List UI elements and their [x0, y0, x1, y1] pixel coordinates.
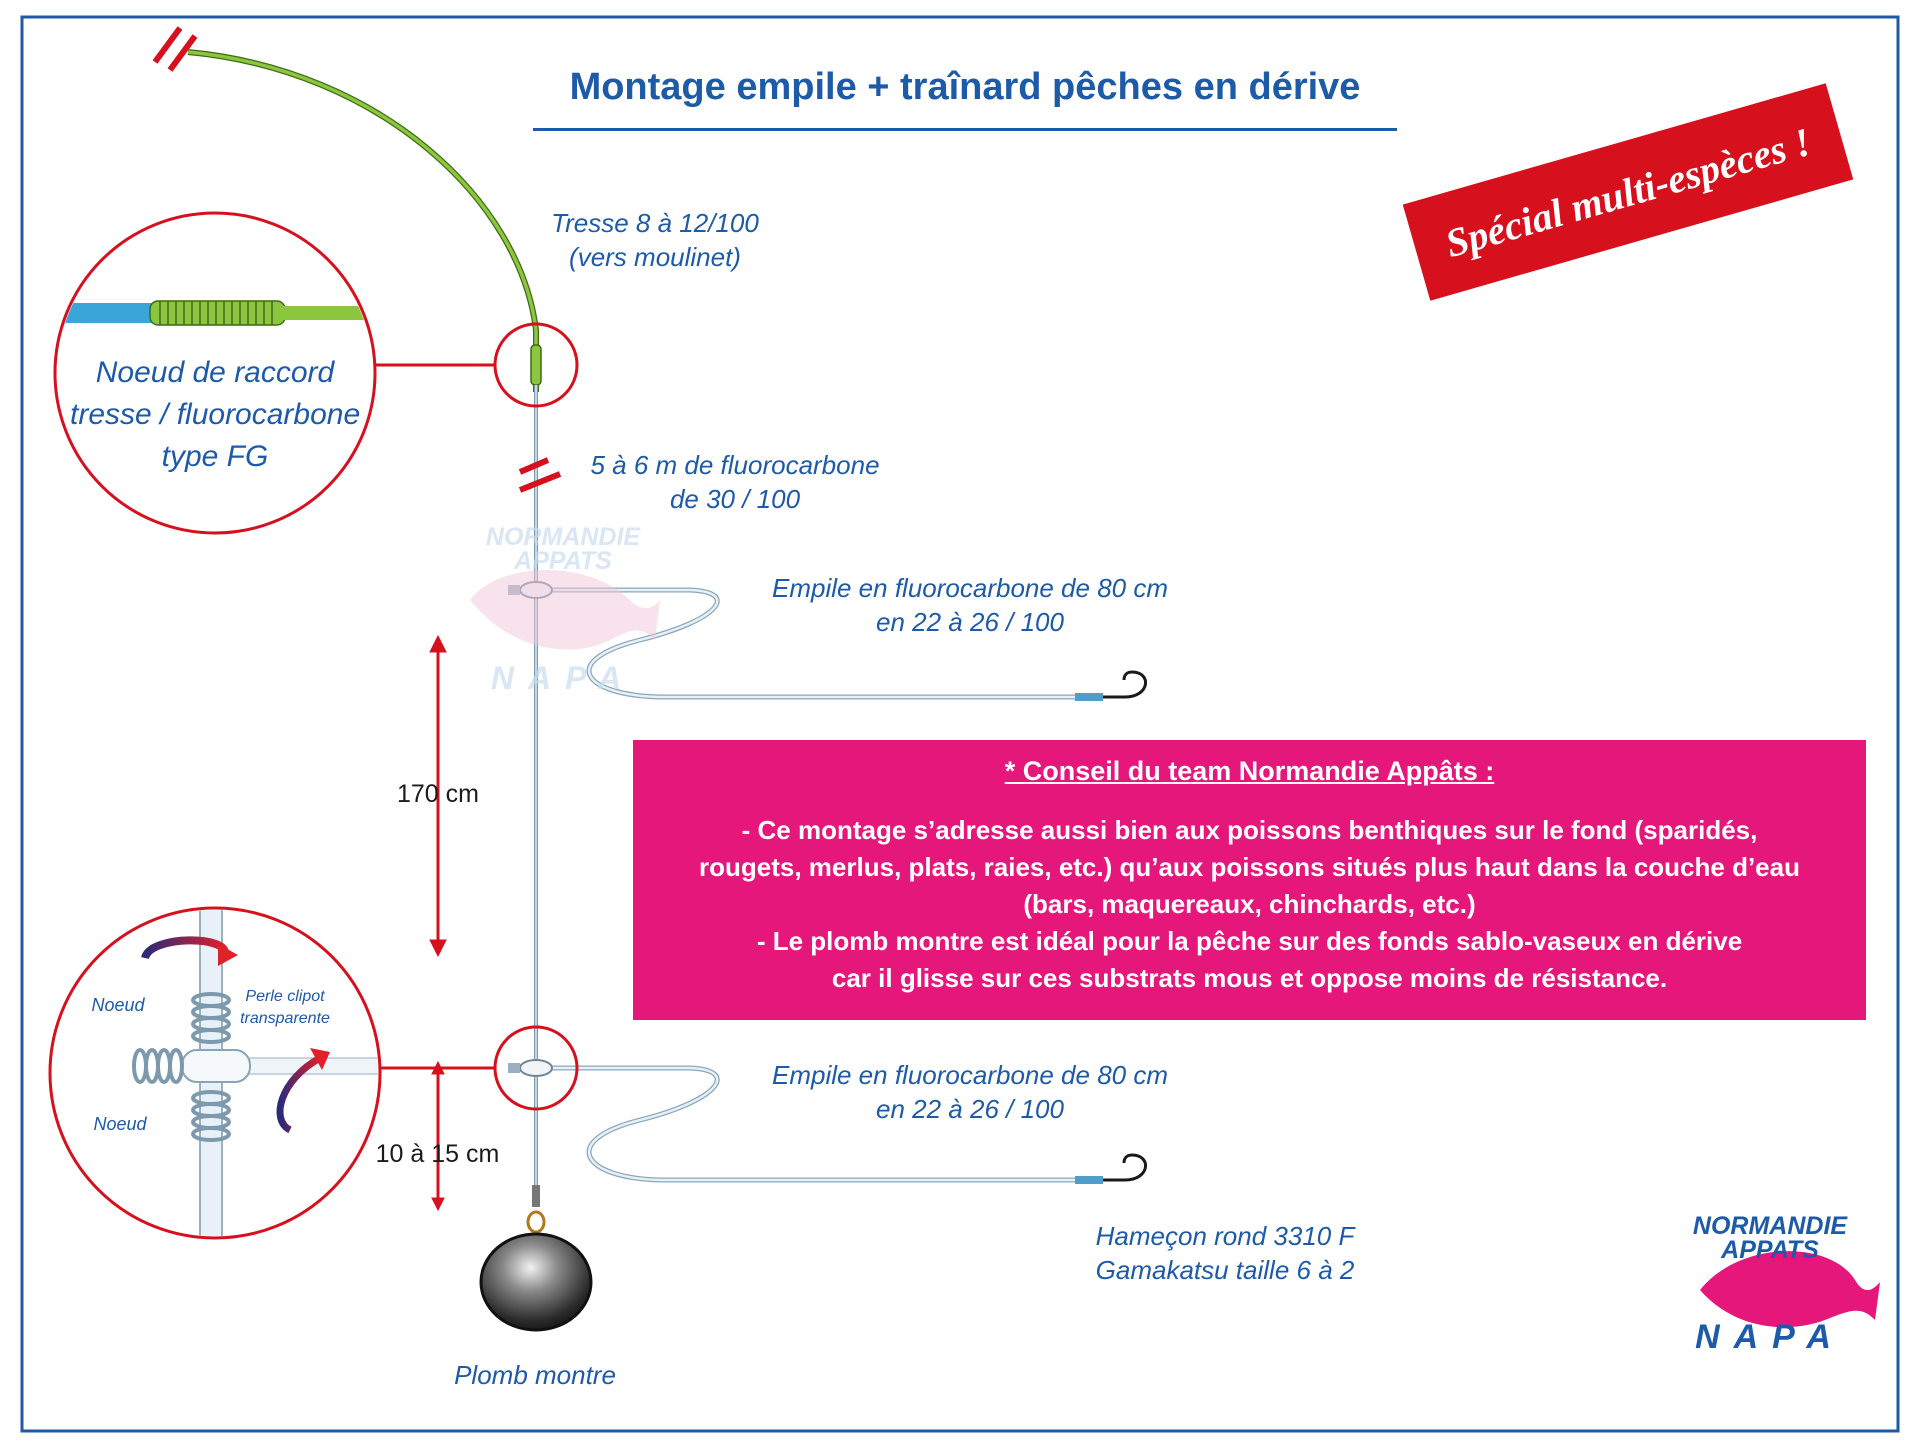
- label-hook-line2: Gamakatsu taille 6 à 2: [1095, 1255, 1355, 1285]
- advice-title: * Conseil du team Normandie Appâts :: [1004, 756, 1495, 786]
- dropper-bottom: [508, 1059, 1148, 1184]
- label-dropper-top: Empile en fluorocarbone de 80 cm en 22 à…: [770, 571, 1170, 639]
- label-dropper-bottom: Empile en fluorocarbone de 80 cm en 22 à…: [770, 1058, 1170, 1126]
- caption-fg-knot-line3: type FG: [161, 440, 269, 473]
- advice-line: (bars, maquereaux, chinchards, etc.): [1023, 889, 1476, 919]
- watermark-line1: NORMANDIE: [485, 523, 641, 551]
- label-bead-line1: Perle clipot: [245, 988, 325, 1005]
- label-dropper-top-line1: Empile en fluorocarbone de 80 cm: [771, 573, 1168, 603]
- logo-word: NAPA: [1695, 1318, 1845, 1356]
- advice-line: car il glisse sur ces substrats mous et …: [831, 963, 1668, 993]
- watermark-line2: APPATS: [514, 547, 612, 575]
- line-break-mark-top: [152, 26, 198, 72]
- logo-line1: NORMANDIE: [1692, 1212, 1848, 1240]
- dimension-label-170: 170 cm: [397, 780, 479, 808]
- line-break-mark-middle: [518, 457, 562, 493]
- caption-fg-knot-line1: Noeud de raccord: [95, 356, 335, 389]
- hook-bottom: [1103, 1153, 1148, 1182]
- label-sinker: Plomb montre: [420, 1358, 650, 1392]
- label-braid-line1: Tresse 8 à 12/100: [551, 208, 759, 238]
- label-fluoro-main: 5 à 6 m de fluorocarbone de 30 / 100: [570, 448, 900, 516]
- label-braid-line2: (vers moulinet): [569, 242, 741, 272]
- detail-circle-fg-knot: [53, 211, 377, 535]
- logo-fish-icon: [1700, 1251, 1880, 1328]
- caption-fg-knot: Noeud de raccord tresse / fluorocarbone …: [70, 352, 360, 478]
- knot-coils-side: [132, 1048, 184, 1084]
- page-title: Montage empile + traînard pêches en déri…: [569, 66, 1361, 108]
- turn-arrow-icon: [276, 1054, 322, 1134]
- caption-fg-knot-line2: tresse / fluorocarbone: [70, 398, 361, 431]
- label-dropper-bottom-line1: Empile en fluorocarbone de 80 cm: [771, 1060, 1168, 1090]
- label-knot-bottom: Noeud: [93, 1114, 147, 1134]
- fg-knot: [530, 344, 542, 386]
- bead-bottom: [519, 1059, 553, 1077]
- detail-circle-bead: [48, 906, 382, 1240]
- label-hook: Hameçon rond 3310 F Gamakatsu taille 6 à…: [1080, 1219, 1370, 1287]
- watermark-logo-word: NAPA: [490, 660, 636, 696]
- title-underline: [533, 128, 1397, 131]
- advice-line: - Le plomb montre est idéal pour la pêch…: [756, 926, 1743, 956]
- hook-top: [1103, 670, 1148, 699]
- advice-line: rougets, merlus, plats, raies, etc.) qu’…: [699, 852, 1800, 882]
- label-fluoro-main-line1: 5 à 6 m de fluorocarbone: [590, 450, 880, 480]
- label-fluoro-main-line2: de 30 / 100: [669, 484, 801, 514]
- advice-box: * Conseil du team Normandie Appâts : - C…: [633, 740, 1866, 1020]
- logo-line2: APPATS: [1721, 1236, 1819, 1264]
- label-bead: Perle clipot transparente: [225, 986, 345, 1030]
- braid-line-inner: [187, 50, 538, 392]
- watermark-fish-icon: [470, 570, 660, 650]
- turn-arrowhead-icon: [310, 1048, 330, 1070]
- page-frame: [20, 15, 1900, 1433]
- knot-coils-bottom: [191, 1090, 231, 1142]
- brand-logo: NORMANDIE APPATS NAPA: [1680, 1210, 1860, 1360]
- rotation-arrowhead-icon: [218, 944, 238, 966]
- label-dropper-bottom-line2: en 22 à 26 / 100: [876, 1094, 1064, 1124]
- dimension-arrow-170: [429, 634, 447, 958]
- advice-body: - Ce montage s’adresse aussi bien aux po…: [633, 812, 1866, 997]
- knot-coils-top: [191, 992, 231, 1044]
- logo-text: NORMANDIE APPATS: [1680, 1212, 1860, 1264]
- advice-line: - Ce montage s’adresse aussi bien aux po…: [741, 815, 1758, 845]
- label-dropper-top-line2: en 22 à 26 / 100: [876, 607, 1064, 637]
- label-knot-top: Noeud: [91, 995, 145, 1015]
- dimension-label-10-15: 10 à 15 cm: [375, 1140, 500, 1168]
- label-sinker-text: Plomb montre: [454, 1360, 616, 1390]
- label-braid: Tresse 8 à 12/100 (vers moulinet): [535, 206, 775, 274]
- swivel: [526, 1185, 546, 1234]
- plomb-montre-sinker: [479, 1232, 593, 1332]
- watermark-logo-text: NORMANDIE APPATS: [468, 523, 658, 575]
- label-bead-line2: transparente: [240, 1010, 330, 1027]
- label-hook-line1: Hameçon rond 3310 F: [1095, 1221, 1355, 1251]
- dimension-arrow-10-15: [431, 1060, 445, 1212]
